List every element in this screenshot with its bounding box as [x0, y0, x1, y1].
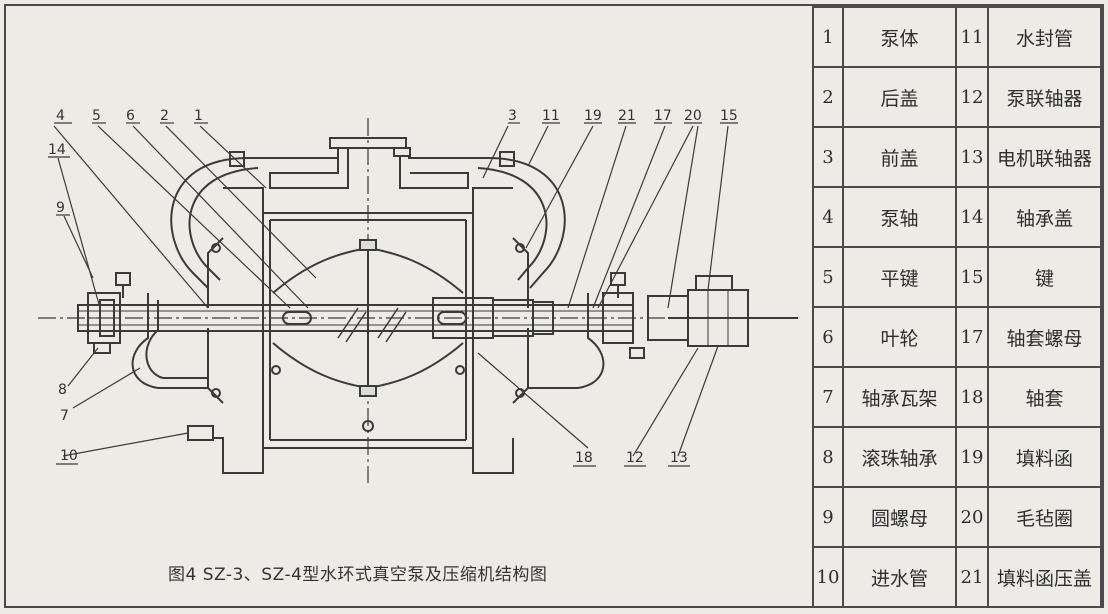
part-number: 10 — [812, 546, 844, 608]
table-row: 7 轴承瓦架 18 轴套 — [812, 366, 1102, 428]
callout-14: 14 — [48, 142, 66, 158]
part-name: 进水管 — [842, 546, 957, 608]
callout-13: 13 — [670, 450, 688, 466]
pump-body-left-wall — [213, 187, 264, 474]
table-row: 1 泵体 11 水封管 — [812, 6, 1102, 68]
part-number: 17 — [955, 306, 989, 368]
callout-6: 6 — [126, 108, 135, 124]
part-number: 6 — [812, 306, 844, 368]
flat-key-left — [282, 311, 312, 325]
callout-21: 21 — [618, 108, 636, 124]
part-name: 填料函压盖 — [987, 546, 1102, 608]
part-name: 滚珠轴承 — [842, 426, 957, 488]
part-number: 20 — [955, 486, 989, 548]
flat-key-right — [437, 311, 467, 325]
callout-4: 4 — [56, 108, 65, 124]
bearing-bracket-left — [131, 293, 208, 389]
callout-5: 5 — [92, 108, 101, 124]
part-name: 填料函 — [987, 426, 1102, 488]
callout-12: 12 — [626, 450, 644, 466]
part-name: 泵联轴器 — [987, 66, 1102, 128]
callout-15: 15 — [720, 108, 738, 124]
part-name: 圆螺母 — [842, 486, 957, 548]
part-name: 泵体 — [842, 6, 957, 68]
part-name: 轴承盖 — [987, 186, 1102, 248]
part-name: 轴承瓦架 — [842, 366, 957, 428]
water-seal-pipe-left — [170, 157, 249, 289]
part-number: 12 — [955, 66, 989, 128]
part-number: 9 — [812, 486, 844, 548]
part-name: 叶轮 — [842, 306, 957, 368]
outer-frame — [4, 4, 1104, 608]
part-number: 5 — [812, 246, 844, 308]
callout-3: 3 — [508, 108, 517, 124]
table-row: 2 后盖 12 泵联轴器 — [812, 66, 1102, 128]
part-number: 21 — [955, 546, 989, 608]
part-number: 7 — [812, 366, 844, 428]
part-name: 轴套 — [987, 366, 1102, 428]
table-row: 8 滚珠轴承 19 填料函 — [812, 426, 1102, 488]
figure-caption: 图4 SZ-3、SZ-4型水环式真空泵及压缩机结构图 — [168, 565, 548, 585]
callout-20: 20 — [684, 108, 702, 124]
part-number: 13 — [955, 126, 989, 188]
pipe-fitting-right — [499, 151, 515, 167]
callout-8: 8 — [58, 382, 67, 398]
pump-section-drawing: 4 14 9 5 6 2 1 3 11 19 21 17 20 15 8 7 1… — [38, 108, 798, 483]
table-row: 10 进水管 21 填料函压盖 — [812, 546, 1102, 608]
table-row: 3 前盖 13 电机联轴器 — [812, 126, 1102, 188]
callout-7: 7 — [60, 408, 69, 424]
part-number: 3 — [812, 126, 844, 188]
bearing-bracket-right — [528, 293, 605, 389]
part-name: 键 — [987, 246, 1102, 308]
grease-nipple-left — [115, 272, 131, 286]
part-number: 4 — [812, 186, 844, 248]
table-row: 6 叶轮 17 轴套螺母 — [812, 306, 1102, 368]
callout-18: 18 — [575, 450, 593, 466]
callout-19: 19 — [584, 108, 602, 124]
part-number: 18 — [955, 366, 989, 428]
part-name: 泵轴 — [842, 186, 957, 248]
water-seal-pipe-right — [487, 157, 566, 289]
part-name: 毛毡圈 — [987, 486, 1102, 548]
parts-table: 1 泵体 11 水封管 2 后盖 12 泵联轴器 3 前盖 13 电机联轴器 4… — [812, 6, 1102, 608]
part-name: 后盖 — [842, 66, 957, 128]
part-name: 前盖 — [842, 126, 957, 188]
rear-cover — [207, 237, 224, 308]
table-row: 4 泵轴 14 轴承盖 — [812, 186, 1102, 248]
part-number: 11 — [955, 6, 989, 68]
callout-17: 17 — [654, 108, 672, 124]
part-name: 水封管 — [987, 6, 1102, 68]
part-number: 15 — [955, 246, 989, 308]
part-number: 2 — [812, 66, 844, 128]
part-number: 8 — [812, 426, 844, 488]
callout-11: 11 — [542, 108, 560, 124]
part-number: 14 — [955, 186, 989, 248]
part-name: 平键 — [842, 246, 957, 308]
table-row: 5 平键 15 键 — [812, 246, 1102, 308]
callout-1: 1 — [194, 108, 203, 124]
part-number: 1 — [812, 6, 844, 68]
outlet-flange-left — [329, 137, 407, 149]
part-name: 轴套螺母 — [987, 306, 1102, 368]
callout-10: 10 — [60, 448, 78, 464]
pump-body-right-wall — [472, 187, 514, 474]
part-name: 电机联轴器 — [987, 126, 1102, 188]
inlet-pipe — [187, 425, 214, 441]
pipe-fitting-left — [229, 151, 245, 167]
callout-2: 2 — [160, 108, 169, 124]
table-row: 9 圆螺母 20 毛毡圈 — [812, 486, 1102, 548]
callout-9: 9 — [56, 200, 65, 216]
part-number: 19 — [955, 426, 989, 488]
